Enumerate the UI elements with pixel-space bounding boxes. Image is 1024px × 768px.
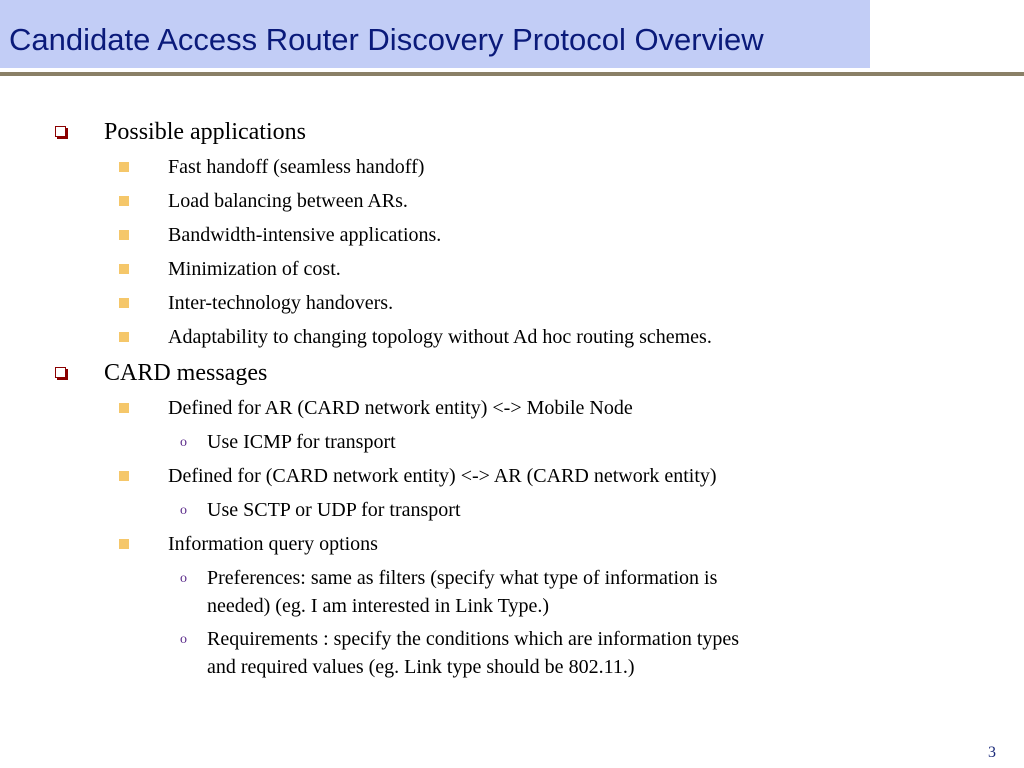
list-item: Bandwidth-intensive applications.: [168, 224, 442, 246]
square-bullet-icon: [119, 162, 129, 172]
square-bullet-icon: [119, 403, 129, 413]
list-item: Adaptability to changing topology withou…: [168, 326, 712, 348]
page-number: 3: [988, 744, 996, 761]
sub-list-item-line: needed) (eg. I am interested in Link Typ…: [207, 595, 549, 617]
square-bullet-icon: [119, 298, 129, 308]
square-bullet-icon: [119, 196, 129, 206]
list-item: Minimization of cost.: [168, 258, 341, 280]
list-item: Defined for (CARD network entity) <-> AR…: [168, 465, 717, 487]
checkbox-bullet-icon: [55, 367, 66, 378]
section-heading: Possible applications: [104, 119, 306, 145]
circle-bullet-icon: o: [180, 632, 187, 647]
square-bullet-icon: [119, 264, 129, 274]
checkbox-bullet-icon: [55, 126, 66, 137]
title-band: [0, 0, 870, 68]
list-item: Fast handoff (seamless handoff): [168, 156, 425, 178]
section-heading: CARD messages: [104, 360, 268, 386]
list-item: Inter-technology handovers.: [168, 292, 394, 314]
circle-bullet-icon: o: [180, 435, 187, 450]
list-item: Defined for AR (CARD network entity) <->…: [168, 397, 633, 419]
square-bullet-icon: [119, 539, 129, 549]
list-item: Load balancing between ARs.: [168, 190, 408, 212]
sub-list-item: Use ICMP for transport: [207, 431, 396, 453]
circle-bullet-icon: o: [180, 503, 187, 518]
sub-list-item-line: Preferences: same as filters (specify wh…: [207, 567, 718, 589]
sub-list-item-line: and required values (eg. Link type shoul…: [207, 656, 635, 678]
square-bullet-icon: [119, 471, 129, 481]
circle-bullet-icon: o: [180, 571, 187, 586]
square-bullet-icon: [119, 230, 129, 240]
list-item: Information query options: [168, 533, 378, 555]
title-divider: [0, 72, 1024, 76]
sub-list-item: Use SCTP or UDP for transport: [207, 499, 461, 521]
square-bullet-icon: [119, 332, 129, 342]
slide-title: Candidate Access Router Discovery Protoc…: [9, 22, 764, 57]
sub-list-item-line: Requirements : specify the conditions wh…: [207, 628, 740, 650]
